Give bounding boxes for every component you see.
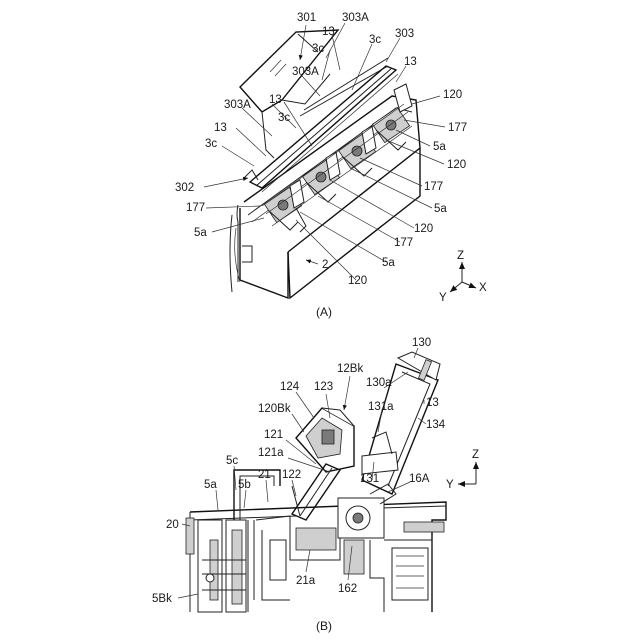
label-124: 124 (280, 381, 300, 393)
label-131a: 131a (368, 401, 394, 413)
label-5a: 5a (382, 257, 395, 269)
axis-z-label: Z (457, 250, 464, 262)
holder-3 (338, 126, 376, 176)
panel-b-labels: 130 12Bk 124 123 130a 120Bk 13 131a 134 … (152, 337, 446, 633)
label-13: 13 (404, 56, 417, 68)
caption-a: (A) (316, 305, 332, 319)
axis-y-label: Y (439, 292, 447, 304)
label-2: 2 (322, 259, 328, 271)
label-20: 20 (166, 519, 179, 531)
label-13: 13 (426, 397, 439, 409)
axis-x-label: X (479, 282, 487, 294)
label-134: 134 (426, 419, 446, 431)
label-303A: 303A (224, 99, 251, 111)
label-5a: 5a (434, 203, 447, 215)
label-177: 177 (448, 122, 467, 134)
label-162: 162 (338, 583, 357, 595)
caption-b: (B) (316, 619, 332, 633)
label-120: 120 (414, 223, 433, 235)
panel-b-axes: Z Y (446, 449, 479, 491)
label-5b: 5b (238, 479, 251, 491)
label-303A: 303A (292, 66, 319, 78)
label-21: 21 (258, 469, 271, 481)
label-122: 122 (282, 469, 301, 481)
label-16A: 16A (409, 473, 430, 485)
label-13: 13 (322, 26, 335, 38)
plate-131 (362, 452, 398, 474)
label-301: 301 (297, 12, 316, 24)
label-3c: 3c (369, 34, 381, 46)
label-120: 120 (447, 159, 466, 171)
label-120: 120 (443, 89, 462, 101)
label-177: 177 (186, 202, 205, 214)
label-120: 120 (348, 275, 367, 287)
label-121: 121 (264, 429, 283, 441)
label-5a: 5a (204, 479, 217, 491)
tube-5c (234, 470, 280, 520)
label-131: 131 (360, 473, 379, 485)
label-177: 177 (394, 237, 413, 249)
label-120Bk: 120Bk (258, 403, 291, 415)
label-130: 130 (412, 337, 431, 349)
label-13: 13 (269, 94, 282, 106)
label-303: 303 (395, 28, 414, 40)
channel-21a (296, 528, 336, 550)
label-123: 123 (314, 381, 333, 393)
label-3c: 3c (205, 138, 217, 150)
axis-y-label: Y (446, 479, 454, 491)
label-130a: 130a (366, 377, 392, 389)
label-21a: 21a (296, 575, 316, 587)
label-5Bk: 5Bk (152, 593, 172, 605)
label-5a: 5a (194, 227, 207, 239)
panel-a-axes: Z X Y (439, 250, 487, 304)
label-303A: 303A (342, 12, 369, 24)
label-12Bk: 12Bk (337, 363, 363, 375)
holder-2 (302, 152, 340, 202)
label-5c: 5c (226, 455, 238, 467)
label-3c: 3c (312, 43, 324, 55)
label-177: 177 (424, 181, 443, 193)
label-3c: 3c (278, 112, 290, 124)
axis-z-label: Z (472, 449, 479, 461)
label-5a: 5a (433, 141, 446, 153)
label-121a: 121a (258, 447, 284, 459)
label-302: 302 (175, 182, 194, 194)
label-13: 13 (214, 122, 227, 134)
